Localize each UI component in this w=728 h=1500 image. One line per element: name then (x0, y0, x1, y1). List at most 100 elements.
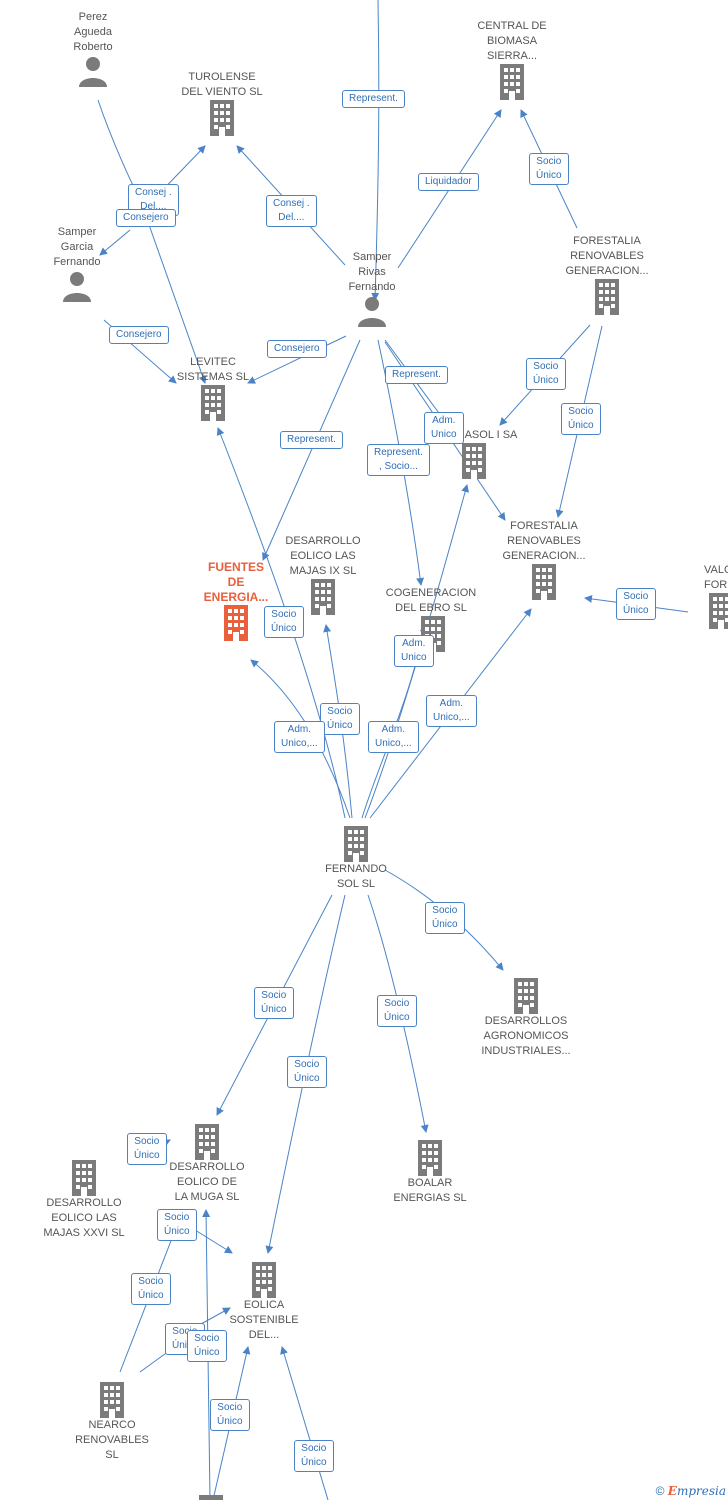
building-icon (72, 1160, 96, 1196)
company-node[interactable]: FORESTALIA RENOVABLES GENERACION... (557, 234, 657, 315)
company-node[interactable]: BOALAR ENERGIAS SL (380, 1140, 480, 1206)
node-label: Perez Agueda Roberto (73, 11, 113, 53)
node-label: DESARROLLO EOLICO LAS MAJAS XXVI SL (43, 1197, 125, 1239)
node-label: DESARROLLO EOLICO LAS MAJAS IX SL (285, 535, 361, 577)
edge-line (194, 1229, 233, 1254)
node-label: FUENTES DE ENERGIA... (203, 560, 269, 604)
copyright-symbol: © (655, 1484, 665, 1498)
edge-label-socio-unico[interactable]: Socio Único (616, 588, 656, 620)
edge-label-socio-unico[interactable]: Socio Único (425, 902, 465, 934)
edge-line (247, 335, 347, 384)
building-icon (252, 1262, 276, 1298)
edge-label-adm-unico[interactable]: Adm. Unico,... (426, 695, 477, 727)
edge-label-socio-unico[interactable]: Socio Único (254, 987, 294, 1019)
node-label: COGENERACION DEL EBRO SL (385, 587, 477, 614)
company-node[interactable]: EOLICA SOSTENIBLE DEL... (218, 1262, 310, 1343)
edge-label-adm-unico[interactable]: Adm. Unico,... (368, 721, 419, 753)
edge-label-socio-unico[interactable]: Socio Único (377, 995, 417, 1027)
company-node[interactable]: FERNANDO SOL SL (310, 826, 402, 892)
edge-line (364, 484, 470, 819)
company-node[interactable]: DESARROLLOS AGRONOMICOS INDUSTRIALES... (472, 978, 580, 1059)
edge-label-socio-unico[interactable]: Socio Único (320, 703, 360, 735)
brand-logo[interactable]: Empresia (667, 1484, 726, 1498)
company-node[interactable]: DESARROLLO EOLICO LAS MAJAS XXVI SL (30, 1160, 138, 1241)
person-node[interactable]: Samper Garcia Fernando (42, 225, 112, 302)
company-node[interactable]: VALO FOREST (688, 563, 728, 629)
building-icon (210, 100, 234, 136)
edge-line (147, 221, 207, 384)
building-icon (195, 1124, 219, 1160)
edge-line (371, 0, 380, 301)
edge-label-socio-unico[interactable]: Socio Único (294, 1440, 334, 1472)
edge-line (280, 1346, 329, 1500)
company-node-partial[interactable] (196, 1495, 226, 1500)
edge-label-liquidador[interactable]: Liquidador (418, 173, 479, 191)
building-icon (201, 385, 225, 421)
node-label: FORESTALIA RENOVABLES GENERACION... (502, 520, 586, 562)
edge-label-consejero[interactable]: Consejero (109, 326, 169, 344)
edge-label-consejero[interactable]: Consejero (267, 340, 327, 358)
edge-label-adm-unico[interactable]: Adm. Unico (394, 635, 434, 667)
node-label: Samper Rivas Fernando (348, 251, 396, 293)
edge-label-represent[interactable]: Represent. (385, 366, 448, 384)
company-node[interactable]: FORESTALIA RENOVABLES GENERACION... (494, 519, 594, 600)
company-node[interactable]: CENTRAL DE BIOMASA SIERRA... (462, 19, 562, 100)
edge-label-socio-unico[interactable]: Socio Único (264, 606, 304, 638)
building-icon (500, 64, 524, 100)
company-node[interactable]: NEARCO RENOVABLES SL (62, 1382, 162, 1463)
node-label: LEVITEC SISTEMAS SL (176, 356, 250, 383)
node-label: CENTRAL DE BIOMASA SIERRA... (477, 20, 547, 62)
building-icon (100, 1382, 124, 1418)
person-icon (358, 297, 386, 327)
company-node[interactable]: LEVITEC SISTEMAS SL (163, 355, 263, 421)
edge-label-adm-unico[interactable]: Adm. Unico,... (274, 721, 325, 753)
edge-label-represent[interactable]: Represent. (280, 431, 343, 449)
building-icon (418, 1140, 442, 1176)
building-icon (514, 978, 538, 1014)
building-icon (532, 564, 556, 600)
node-label: DESARROLLO EOLICO DE LA MUGA SL (169, 1161, 245, 1203)
person-icon (63, 272, 91, 302)
person-node[interactable]: Samper Rivas Fernando (336, 250, 408, 327)
edge-label-represent-socio[interactable]: Represent. , Socio... (367, 444, 430, 476)
building-icon (344, 826, 368, 862)
node-label: FORESTALIA RENOVABLES GENERACION... (565, 235, 649, 277)
node-label: NEARCO RENOVABLES SL (75, 1419, 149, 1461)
node-label: BOALAR ENERGIAS SL (393, 1177, 467, 1204)
edge-label-socio-unico[interactable]: Socio Único (127, 1133, 167, 1165)
node-label: ASOL I SA (464, 429, 518, 441)
person-node[interactable]: Perez Agueda Roberto (58, 10, 128, 87)
edge-line (262, 339, 361, 561)
company-node[interactable]: DESARROLLO EOLICO DE LA MUGA SL (157, 1124, 257, 1205)
edge-label-socio-unico[interactable]: Socio Único (187, 1330, 227, 1362)
node-label: FERNANDO SOL SL (325, 863, 387, 890)
node-label: DESARROLLOS AGRONOMICOS INDUSTRIALES... (481, 1015, 571, 1057)
focus-company-node[interactable]: FUENTES DE ENERGIA... (196, 560, 276, 641)
edge-line (99, 229, 131, 256)
edge-label-consej-del[interactable]: Consej . Del.... (266, 195, 317, 227)
edge-label-socio-unico[interactable]: Socio Único (561, 403, 601, 435)
edge-label-socio-unico[interactable]: Socio Único (529, 153, 569, 185)
edge-label-socio-unico[interactable]: Socio Único (210, 1399, 250, 1431)
edge-label-represent[interactable]: Represent. (342, 90, 405, 108)
edge-label-consejero[interactable]: Consejero (116, 209, 176, 227)
company-node[interactable]: TUROLENSE DEL VIENTO SL (172, 70, 272, 136)
node-label: VALO FOREST (704, 564, 728, 591)
node-label: Samper Garcia Fernando (53, 226, 101, 268)
building-icon (224, 605, 248, 641)
building-icon (709, 593, 728, 629)
company-node[interactable]: DESARROLLO EOLICO LAS MAJAS IX SL (273, 534, 373, 615)
edge-label-socio-unico[interactable]: Socio Único (287, 1056, 327, 1088)
company-node[interactable]: ASOL I SA (455, 428, 527, 479)
edge-label-socio-unico[interactable]: Socio Único (157, 1209, 197, 1241)
company-node[interactable]: COGENERACION DEL EBRO SL (381, 586, 481, 652)
edge-label-socio-unico[interactable]: Socio Único (131, 1273, 171, 1305)
edge-label-adm-unico[interactable]: Adm. Unico (424, 412, 464, 444)
building-icon (199, 1495, 223, 1500)
node-label: TUROLENSE DEL VIENTO SL (181, 71, 263, 98)
copyright-footer: © Empresia (656, 1484, 726, 1498)
building-icon (311, 579, 335, 615)
edge-label-socio-unico[interactable]: Socio Único (526, 358, 566, 390)
node-label: EOLICA SOSTENIBLE DEL... (229, 1299, 299, 1341)
person-icon (79, 57, 107, 87)
